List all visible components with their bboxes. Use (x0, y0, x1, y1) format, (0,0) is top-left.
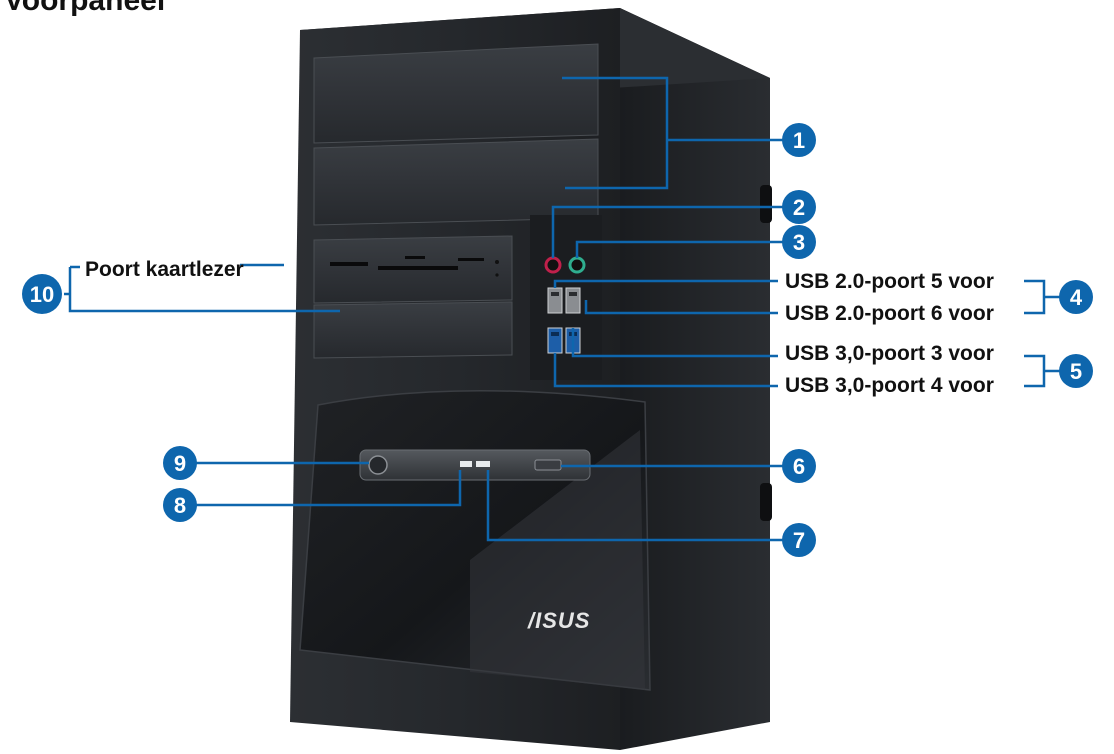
card-reader-slot-cf (378, 266, 458, 270)
callout-1-circle (782, 123, 816, 157)
power-button-icon (368, 455, 388, 475)
callout-2-circle (782, 190, 816, 224)
callout-6-circle (782, 449, 816, 483)
label-usb2-port6: USB 2.0-poort 6 voor (785, 302, 994, 325)
callout-3: 3 (782, 225, 816, 259)
page-title: Voorpaneel (4, 0, 165, 17)
optical-drive-bay-1 (313, 43, 599, 144)
usb2-port-5-tongue (551, 292, 559, 296)
callout-4: 4 (1059, 280, 1093, 314)
label-card-reader: Poort kaartlezer (85, 258, 244, 281)
usb3-port-3-tongue (551, 332, 559, 336)
callout-10-circle (22, 274, 62, 314)
leader-lines (64, 76, 1060, 542)
optical-drive-bay-2 (313, 138, 599, 226)
leader-3 (575, 240, 783, 258)
callout-3-number: 3 (793, 230, 805, 255)
callout-1: 1 (782, 123, 816, 157)
label-usb2-port5: USB 2.0-poort 5 voor (785, 270, 994, 293)
callout-badges: 1 2 3 4 5 6 7 8 (22, 123, 1093, 557)
callout-10-number: 10 (30, 282, 54, 307)
callout-7: 7 (782, 523, 816, 557)
card-reader-slot-ms (405, 256, 425, 259)
leader-1 (562, 76, 783, 190)
callout-7-circle (782, 523, 816, 557)
leader-5b (553, 353, 778, 388)
card-reader-slot-xd (458, 258, 484, 261)
callout-10: 10 (22, 274, 62, 314)
callout-1-number: 1 (793, 128, 805, 153)
leader-8 (188, 470, 462, 507)
bracket-4 (1024, 279, 1060, 315)
leader-10 (64, 263, 340, 313)
bracket-5 (1024, 354, 1060, 388)
callout-9-number: 9 (174, 451, 186, 476)
headphone-jack (568, 256, 586, 274)
lower-panel-reflection (470, 430, 645, 690)
callout-4-circle (1059, 280, 1093, 314)
side-clip-bottom (760, 483, 772, 521)
usb3-port-3 (547, 327, 563, 354)
label-usb3-port3: USB 3,0-poort 3 voor (785, 342, 994, 365)
callout-5-number: 5 (1070, 359, 1082, 384)
side-clip-top (760, 185, 772, 223)
case-side-panel (620, 8, 770, 750)
leader-5a (571, 328, 778, 358)
reset-button (534, 459, 562, 471)
brand-logo: /ISUS (527, 608, 590, 633)
lower-drive-bay (313, 301, 513, 359)
leader-4a (553, 279, 778, 288)
card-reader-led-2 (495, 273, 499, 277)
leader-2 (551, 205, 783, 258)
callout-5: 5 (1059, 354, 1093, 388)
power-led (476, 461, 490, 467)
usb2-port-6 (565, 287, 581, 314)
callout-6: 6 (782, 449, 816, 483)
card-reader-led (495, 260, 499, 264)
leader-4b (584, 300, 778, 315)
callout-8: 8 (163, 488, 197, 522)
callout-9: 9 (163, 446, 197, 480)
callout-9-circle (163, 446, 197, 480)
card-reader-slot-sd (330, 262, 368, 266)
callout-2: 2 (782, 190, 816, 224)
leader-7 (486, 470, 783, 542)
callout-3-circle (782, 225, 816, 259)
microphone-jack (544, 256, 562, 274)
callout-6-number: 6 (793, 454, 805, 479)
label-usb3-port4: USB 3,0-poort 4 voor (785, 374, 994, 397)
activity-led (460, 461, 472, 467)
usb2-port-6-tongue (569, 292, 577, 296)
callout-4-number: 4 (1070, 285, 1083, 310)
pc-case: /ISUS (290, 8, 772, 750)
usb2-port-5 (547, 287, 563, 314)
callout-5-circle (1059, 354, 1093, 388)
callout-2-number: 2 (793, 195, 805, 220)
callout-7-number: 7 (793, 528, 805, 553)
callout-8-circle (163, 488, 197, 522)
callout-8-number: 8 (174, 493, 186, 518)
